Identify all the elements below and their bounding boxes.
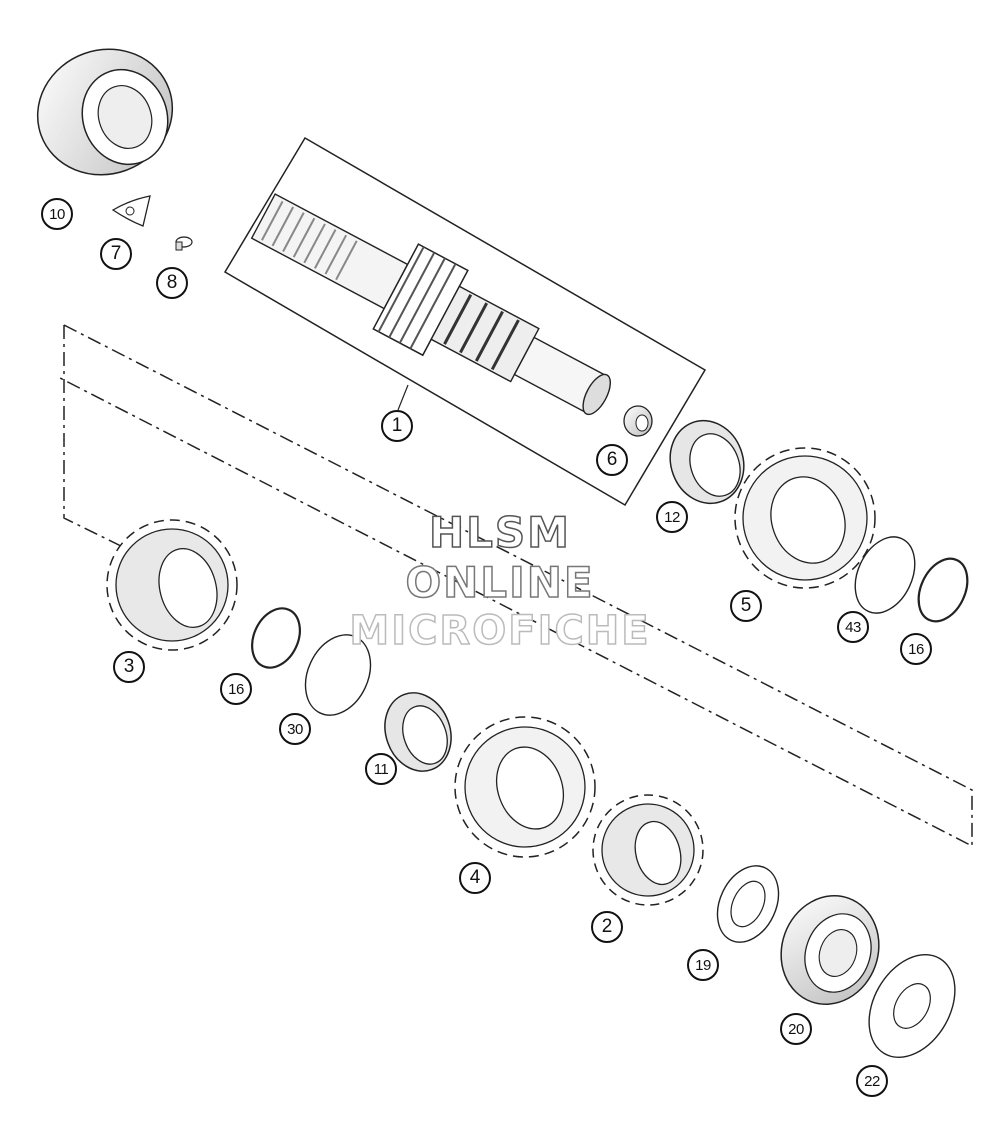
callout-19: 19 (687, 949, 719, 981)
callout-30: 30 (279, 713, 311, 745)
gear-4 (454, 716, 596, 858)
bearing-20 (780, 895, 880, 1005)
callout-3: 3 (113, 651, 145, 683)
callout-7: 7 (100, 238, 132, 270)
needle-bearing-11 (384, 692, 452, 772)
leader-line-1 (397, 384, 409, 411)
callout-16-left: 16 (220, 673, 252, 705)
bushing-6 (623, 405, 653, 437)
gear-2 (592, 794, 704, 906)
washer-19 (716, 865, 780, 943)
callout-11: 11 (365, 753, 397, 785)
callout-4: 4 (459, 862, 491, 894)
callout-10: 10 (41, 198, 73, 230)
callout-6: 6 (596, 444, 628, 476)
callout-20: 20 (780, 1013, 812, 1045)
screw-8 (175, 236, 193, 251)
main-shaft-1 (250, 193, 611, 416)
callout-43: 43 (837, 611, 869, 643)
callout-5: 5 (730, 590, 762, 622)
gear-5 (734, 447, 876, 589)
callout-12: 12 (656, 501, 688, 533)
shaft-frame (223, 136, 707, 507)
callout-22: 22 (856, 1065, 888, 1097)
callout-16-right: 16 (900, 633, 932, 665)
bearing-10 (36, 48, 174, 176)
callout-1: 1 (381, 410, 413, 442)
callout-2: 2 (591, 911, 623, 943)
circlip-16-right (917, 557, 969, 623)
washer-30 (304, 634, 372, 716)
washer-43 (854, 536, 916, 614)
callout-8: 8 (156, 267, 188, 299)
shim-22 (868, 954, 956, 1058)
needle-bearing-12 (669, 419, 745, 505)
assembly-dashed-outline (59, 324, 973, 848)
gear-3 (106, 519, 238, 651)
circlip-16-left (251, 607, 301, 669)
